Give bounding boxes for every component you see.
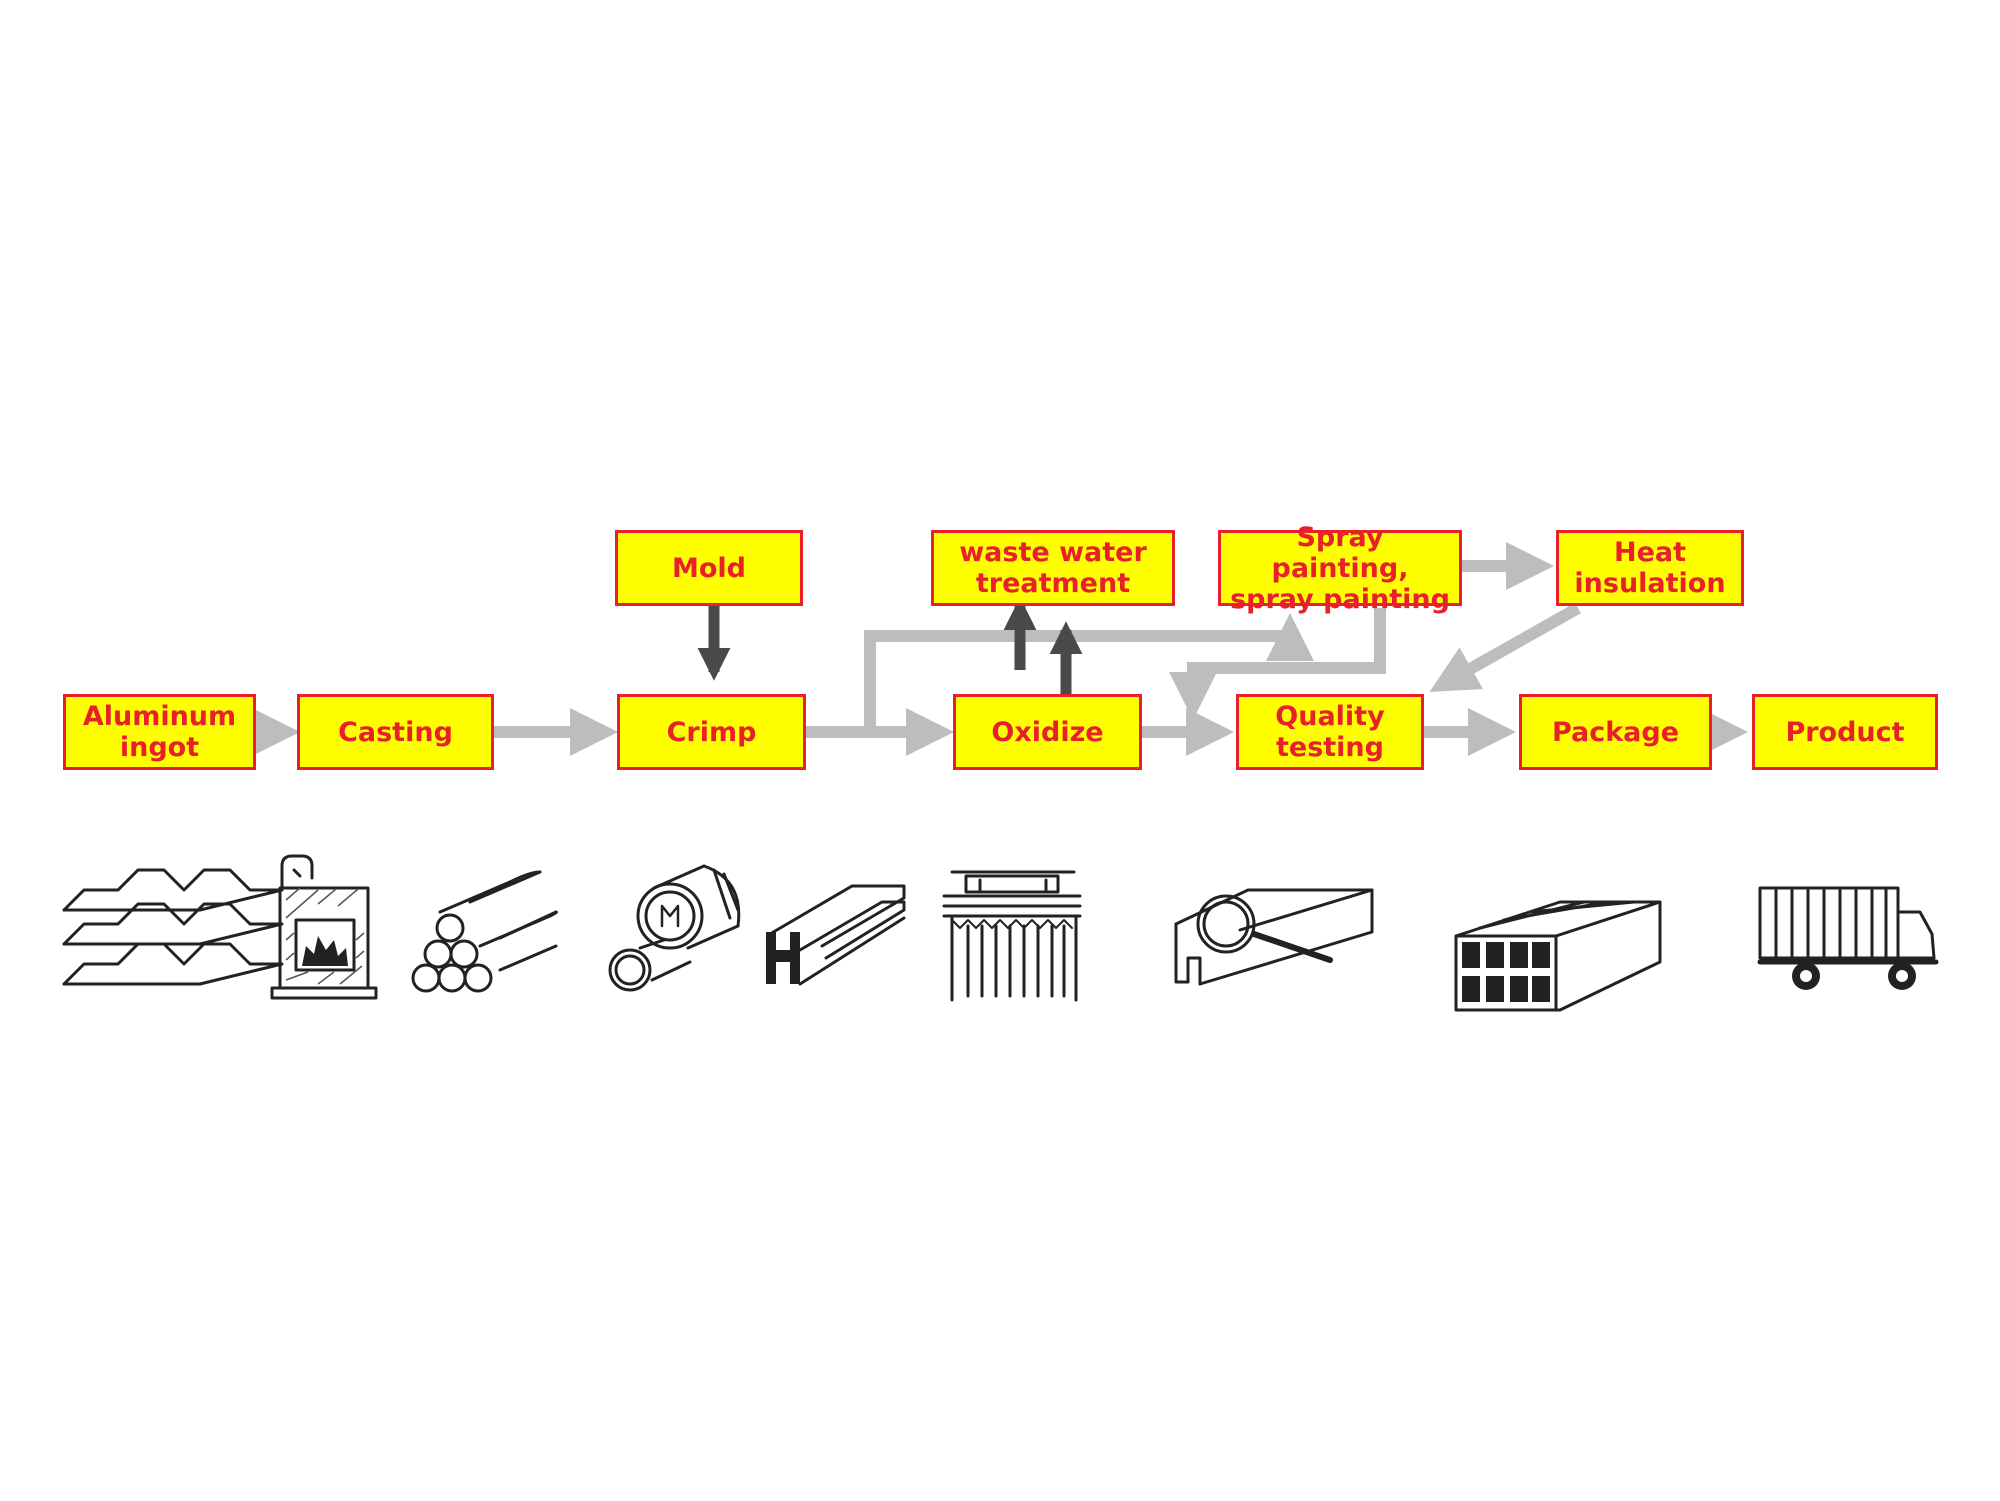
step-quality-testing: Quality testing [1236,694,1424,770]
step-waste-water-treatment: waste water treatment [931,530,1175,606]
profile-inspection-icon [1174,888,1374,986]
anodizing-tank-icon [942,870,1082,1002]
step-oxidize: Oxidize [953,694,1142,770]
step-casting: Casting [297,694,494,770]
step-product: Product [1752,694,1938,770]
delivery-truck-icon [1757,886,1939,990]
bundled-tubes-icon [1454,900,1662,1012]
arrow-heat-to-quality [1429,602,1581,692]
extrusion-die-icon [608,864,741,992]
step-heat-insulation: Heat insulation [1556,530,1744,606]
step-crimp: Crimp [617,694,806,770]
furnace-icon [270,854,378,1000]
step-mold: Mold [615,530,803,606]
extruded-profile-icon [766,884,906,986]
step-package: Package [1519,694,1712,770]
billet-stack-icon [411,870,558,993]
step-aluminum-ingot: Aluminum ingot [63,694,256,770]
arrow-spray-to-quality [1169,608,1386,720]
stacked-ingots-icon [62,868,284,986]
